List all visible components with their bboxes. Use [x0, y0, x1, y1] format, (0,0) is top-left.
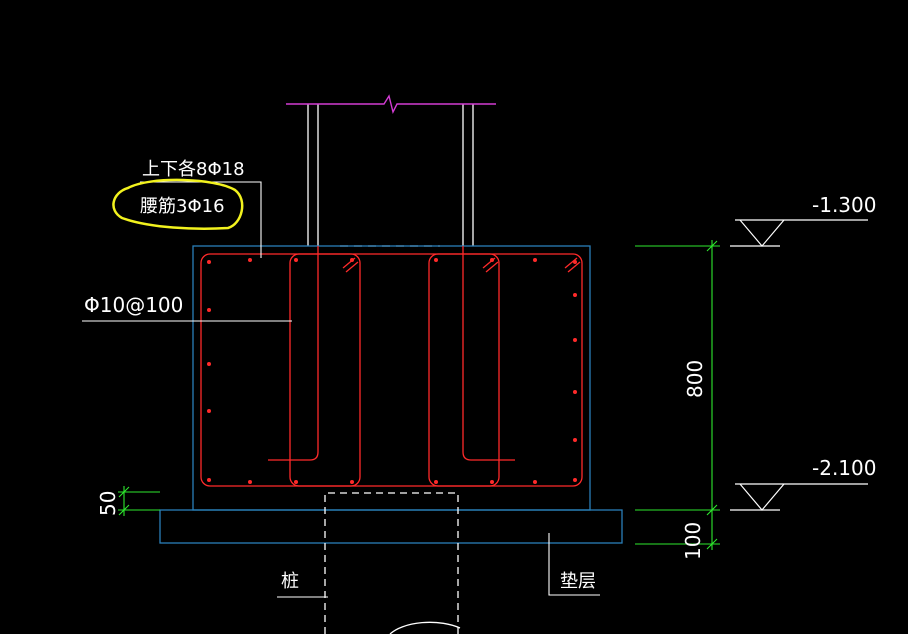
rebar-cage	[200, 246, 583, 487]
elevation-top-text: -1.300	[812, 193, 876, 217]
cover-dimension	[118, 486, 160, 516]
column-bar-left	[268, 246, 319, 461]
elevation-bottom-text: -2.100	[812, 456, 876, 480]
height-dimension	[635, 240, 720, 550]
break-line	[286, 94, 496, 115]
top-bottom-bars-label: 上下各8Φ18	[142, 159, 245, 180]
elevation-markers	[730, 219, 868, 511]
stirrup-label: Φ10@100	[84, 293, 183, 317]
column-bar-right	[462, 246, 515, 461]
pile-label: 桩	[281, 571, 299, 592]
height-dim-text: 800	[683, 360, 707, 398]
bedding-label: 垫层	[560, 571, 596, 592]
column	[307, 104, 474, 247]
rebar-dots	[207, 258, 577, 484]
pile	[324, 492, 461, 634]
pile-cap-outline	[192, 245, 591, 511]
waist-bars-label: 腰筋3Φ16	[140, 196, 225, 217]
leader-lines	[82, 181, 600, 598]
highlight-ellipse	[112, 178, 244, 230]
inner-stirrup-right	[428, 253, 500, 487]
outer-stirrup	[200, 253, 583, 487]
bedding-layer	[159, 509, 623, 544]
cover-dim-text: 50	[96, 491, 120, 516]
bedding-dim-text: 100	[681, 522, 705, 560]
inner-stirrup-left	[289, 253, 361, 487]
